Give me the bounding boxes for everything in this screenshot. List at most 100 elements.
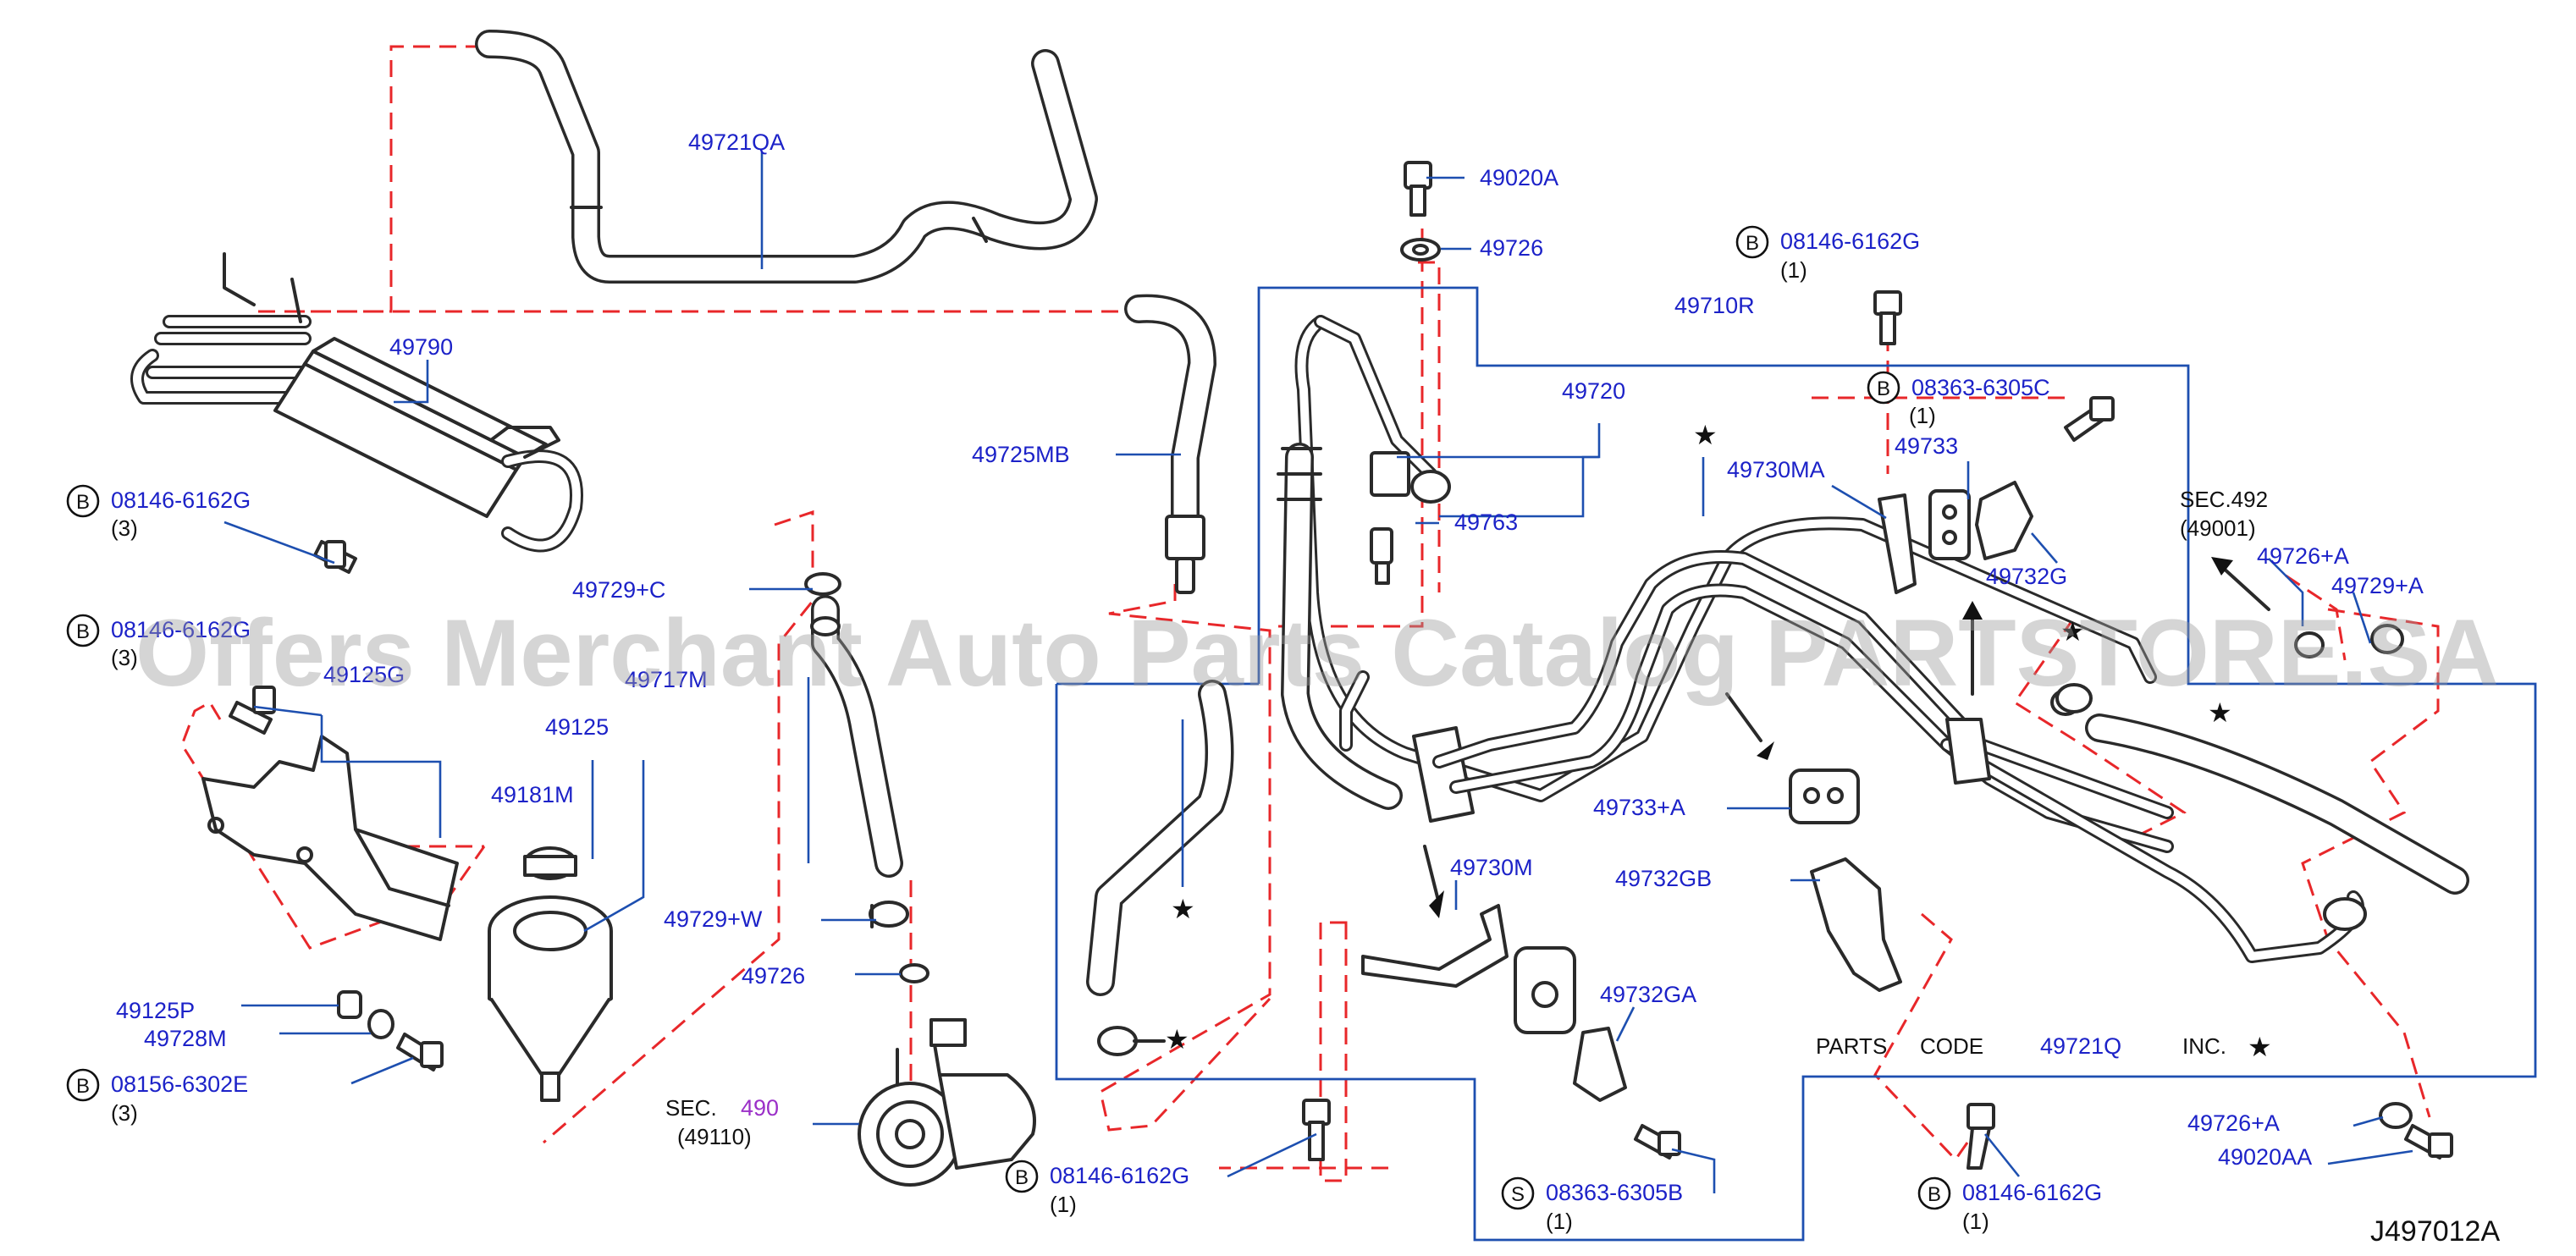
label-sec492: SEC.492 [2180, 487, 2268, 512]
clip-49732GB [1810, 857, 1902, 992]
label-49020A: 49020A [1480, 165, 1558, 190]
label-b2-code: 08146-6162G [111, 617, 251, 642]
svg-text:B: B [76, 491, 90, 514]
label-b5-code: 08363-6305C [1911, 375, 2050, 400]
label-49733A: 49733+A [1593, 795, 1685, 820]
svg-text:B: B [76, 1075, 90, 1098]
label-49720: 49720 [1562, 378, 1625, 404]
grommet-49732GA [1514, 946, 1627, 1102]
pump-sec490 [858, 1018, 1036, 1187]
grommet-49733A [1789, 768, 1860, 824]
svg-text:INC.: INC. [2182, 1033, 2226, 1059]
label-49730MA: 49730MA [1727, 457, 1825, 482]
grommet-49125P [337, 990, 362, 1019]
bolt-49020A [1404, 161, 1432, 217]
label-49730M: 49730M [1450, 855, 1533, 880]
bolt-49710R [1873, 290, 1902, 345]
bolt-bottom-right [1966, 1103, 1995, 1170]
callout-frame [1055, 286, 2537, 1242]
label-49732GA: 49732GA [1600, 982, 1696, 1007]
svg-text:B: B [1015, 1166, 1029, 1189]
svg-text:B: B [76, 620, 90, 643]
svg-text:CODE: CODE [1920, 1033, 1983, 1059]
label-49728M: 49728M [144, 1026, 227, 1051]
star-marker: ★ [1693, 419, 1718, 451]
label-49729C: 49729+C [572, 577, 665, 603]
label-49717M: 49717M [625, 667, 708, 692]
star-marker: ★ [2208, 697, 2232, 729]
label-b7-code: 08146-6162G [1962, 1180, 2102, 1205]
label-49725MB: 49725MB [972, 442, 1070, 467]
label-b5-qty: (1) [1909, 403, 1936, 428]
label-b3-qty: (3) [111, 1100, 138, 1126]
star-marker: ★ [1165, 1023, 1189, 1055]
label-49726A-bottom: 49726+A [2187, 1110, 2280, 1136]
clamp-49729A-top [2370, 624, 2404, 654]
bracket-49730M [1361, 904, 1509, 988]
label-s1-code: 08363-6305B [1546, 1180, 1683, 1205]
svg-text:B: B [1877, 377, 1890, 400]
label-49763: 49763 [1454, 510, 1518, 535]
label-sec492-part: (49001) [2180, 515, 2256, 541]
cooler-49790 [130, 252, 583, 553]
label-49726A-top: 49726+A [2257, 543, 2349, 569]
grommet-49733 [1928, 489, 1971, 560]
label-b6-code: 08146-6162G [1050, 1163, 1189, 1188]
label-49790: 49790 [389, 334, 453, 360]
label-49729A: 49729+A [2331, 573, 2424, 598]
bolt-49020AA [2404, 1124, 2453, 1160]
washer-49728M [367, 1009, 394, 1039]
label-b6-qty: (1) [1050, 1192, 1077, 1217]
bracket-49730MA [1878, 493, 1917, 594]
svg-text:PARTS: PARTS [1816, 1033, 1887, 1059]
label-b7-qty: (1) [1962, 1209, 1989, 1234]
label-s1-qty: (1) [1546, 1209, 1573, 1234]
part-labels: 49721QA 49790 B 08146-6162G (3) B 08146-… [66, 129, 2424, 1234]
label-49721QA: 49721QA [688, 129, 785, 155]
label-b4-qty: (1) [1780, 257, 1807, 283]
svg-text:★: ★ [2248, 1031, 2272, 1063]
label-b4-code: 08146-6162G [1780, 229, 1920, 254]
hose-49717M [804, 572, 929, 983]
watermark: Offers Merchant Auto Parts Catalog PARTS… [135, 600, 2499, 706]
label-sec490-part: (49110) [677, 1124, 752, 1149]
label-49710R: 49710R [1674, 293, 1755, 318]
hose-49721QA [475, 30, 1098, 284]
leader-lines [223, 152, 2413, 1193]
bolt-left-1 [313, 540, 357, 574]
label-b1-qty: (3) [111, 515, 138, 541]
bolt-49125-bottom [396, 1033, 444, 1071]
bolt-bottom-center [1302, 1099, 1331, 1161]
washer-49726A-top [2294, 631, 2325, 658]
label-49726-top: 49726 [1480, 235, 1543, 261]
parts-line-art [130, 30, 2469, 1187]
arrows [1423, 557, 2270, 918]
washer-49726A-bottom [2379, 1102, 2413, 1129]
label-49125: 49125 [545, 714, 609, 740]
svg-text:S: S [1511, 1183, 1525, 1206]
star-marker: ★ [2060, 615, 2085, 647]
label-49729W: 49729+W [664, 906, 763, 932]
label-b2-qty: (3) [111, 645, 138, 670]
hose-lower-left [1086, 680, 1234, 1056]
diagram-code: J497012A [2370, 1215, 2500, 1248]
label-b1-code: 08146-6162G [111, 488, 251, 513]
label-49125G: 49125G [323, 662, 405, 687]
reservoir-49125 [488, 846, 613, 1102]
svg-text:49721Q: 49721Q [2040, 1033, 2121, 1059]
label-49732GB: 49732GB [1615, 866, 1712, 891]
clip-49732G [1975, 481, 2033, 560]
svg-text:B: B [1928, 1183, 1941, 1206]
label-sec490-prefix: SEC. [665, 1095, 717, 1121]
svg-text:B: B [1746, 232, 1759, 255]
label-49181M: 49181M [491, 782, 574, 807]
star-markers: ★ ★ ★ ★ ★ [1165, 419, 2232, 1055]
washer-49726-top [1400, 238, 1441, 262]
label-49733: 49733 [1895, 433, 1958, 459]
label-49125P: 49125P [116, 998, 195, 1023]
clamp-49729A [2055, 683, 2093, 713]
label-49020AA: 49020AA [2218, 1144, 2312, 1170]
bolt-bottom-s [1634, 1124, 1681, 1160]
label-sec490-number: 490 [741, 1095, 779, 1121]
